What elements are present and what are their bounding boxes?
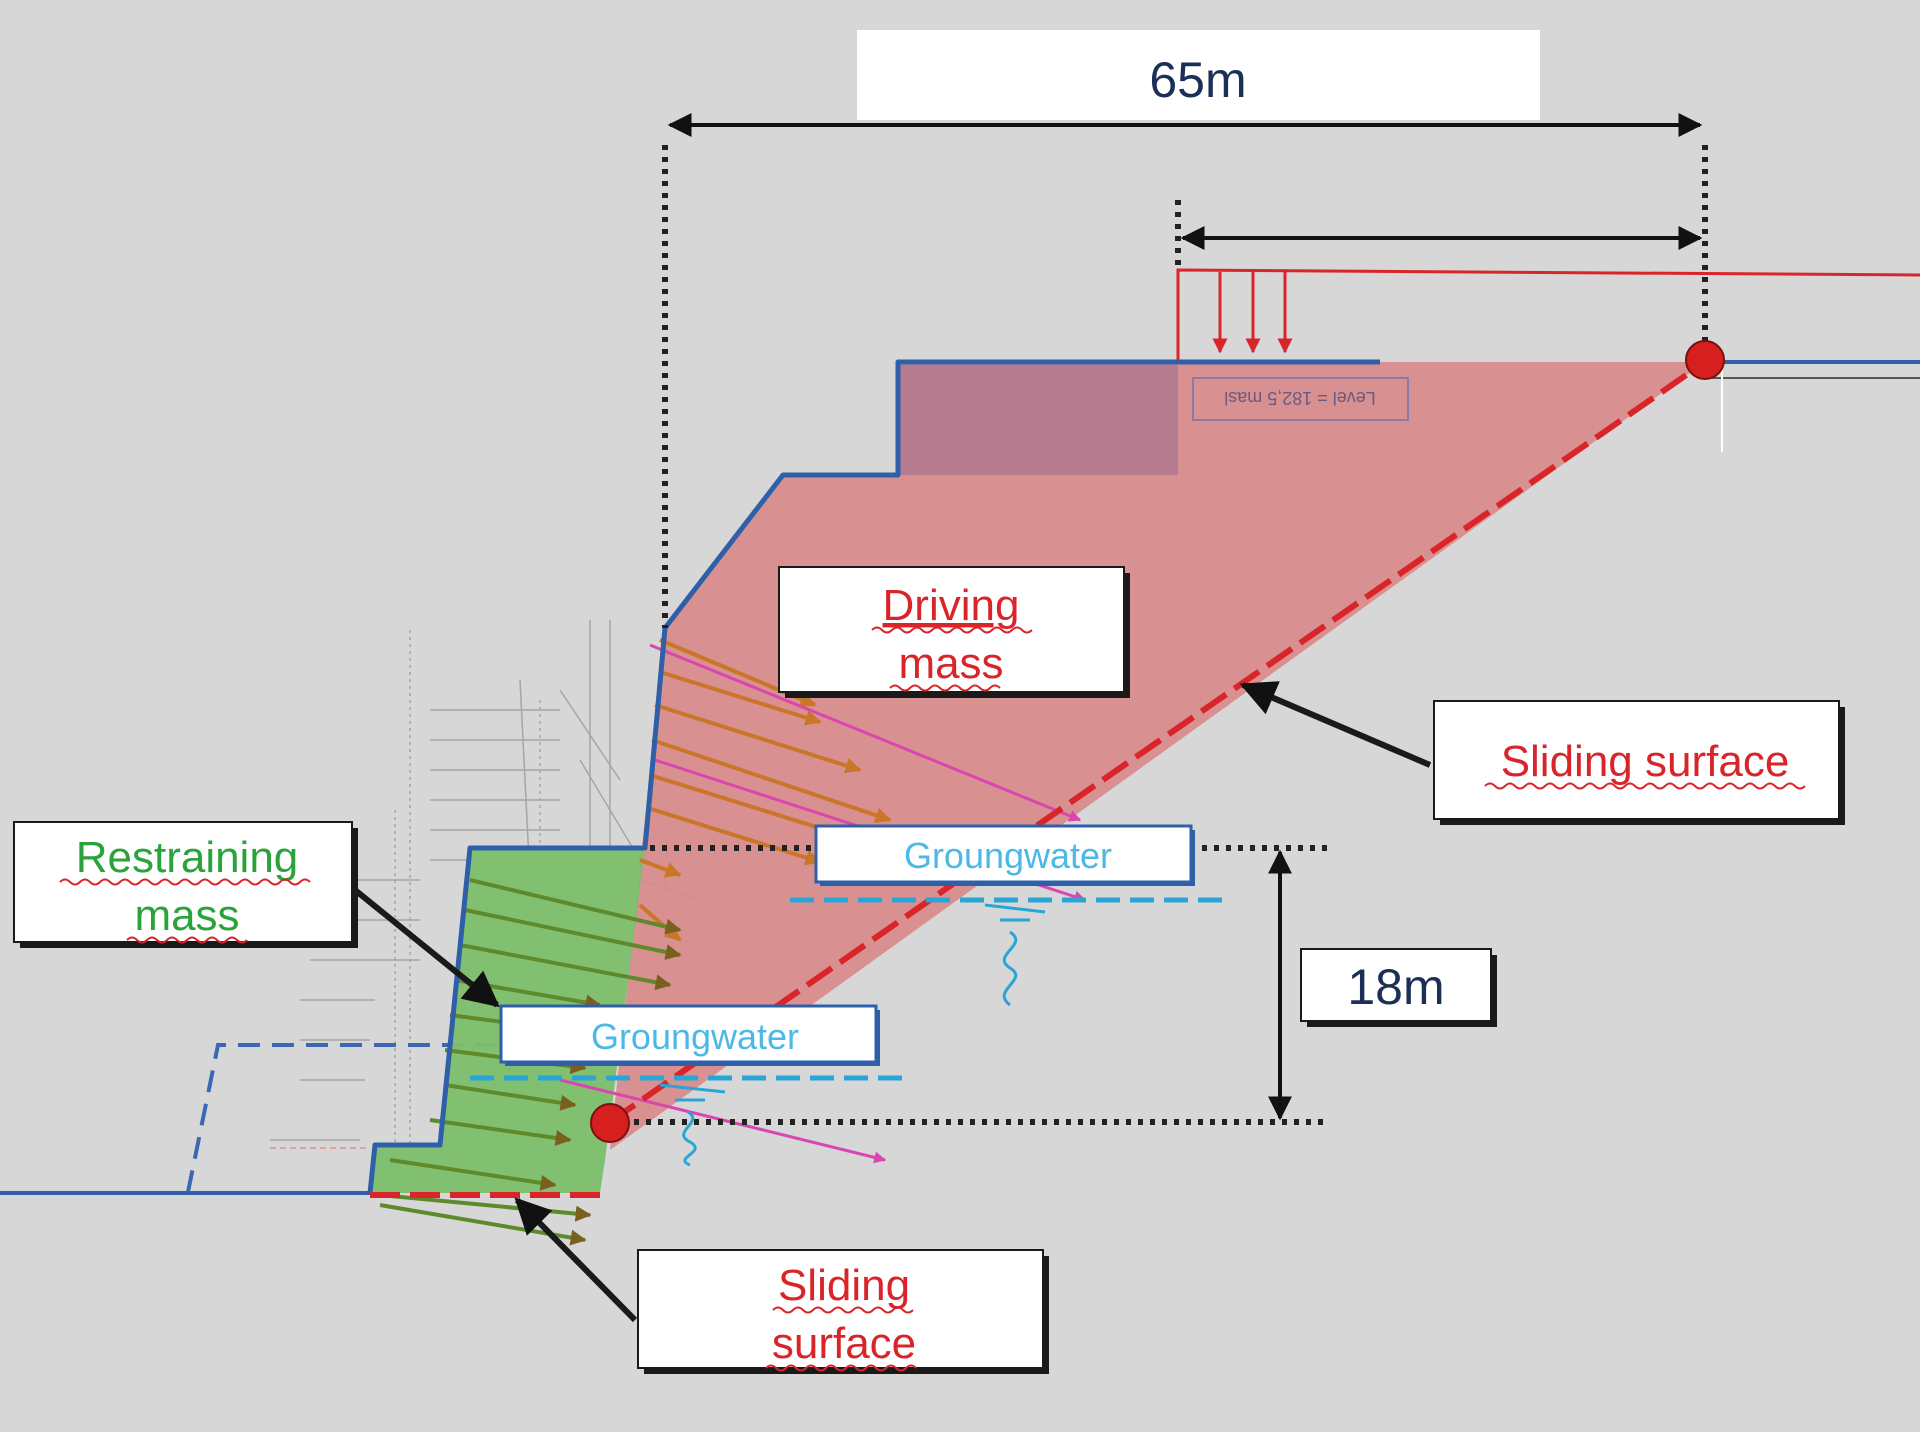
sliding-surface-bottom-pointer [514,1197,638,1323]
sliding-surface-right-pointer [1239,681,1432,768]
width-dimension-box [857,30,1540,120]
restraining-mass-label-line1: Restraining [76,833,299,882]
sliding-surface-bottom-label-line2: surface [772,1319,916,1368]
restraining-mass-pointer [353,887,500,1008]
width-dimension-label: 65m [1149,52,1246,108]
groundwater-lower-label: Groungwater [591,1016,799,1057]
groundwater-lower-squiggle [659,1083,726,1167]
height-dimension-label: 18m [1347,959,1444,1015]
groundwater-upper-squiggle [984,903,1046,1007]
level-tag-box [1192,377,1409,421]
sliding-surface-right-label: Sliding surface [1501,737,1790,786]
groundwater-upper-label: Groungwater [904,835,1112,876]
groundwater-lower-box [499,1004,878,1064]
sliding-surface-bottom-label-line1: Sliding [778,1261,910,1310]
slope-outline [367,359,1380,1194]
surcharge-load [1176,268,1920,360]
sliding-surface-top-point [1685,340,1725,380]
sliding-surface-right-box [1433,700,1840,820]
driving-mass-label-line2: mass [898,639,1003,688]
driving-mass-area [610,362,1705,1150]
surcharge-block [898,365,1178,475]
sliding-surface-toe-point [590,1103,630,1143]
groundwater-upper-box [814,824,1193,884]
sliding-surface-line [608,359,1707,1125]
height-dimension-box [1300,948,1492,1022]
groundwater-upper-level [790,897,1225,1007]
driving-mass-label-line1: Driving [883,581,1020,630]
spellcheck-underlines [59,626,1806,1372]
groundwater-lower-level [470,1075,905,1167]
restraining-mass-label-line2: mass [134,891,239,940]
original-slope-dashed [186,1043,555,1193]
level-tag-text: Level = 182,5 masl [1224,388,1376,408]
